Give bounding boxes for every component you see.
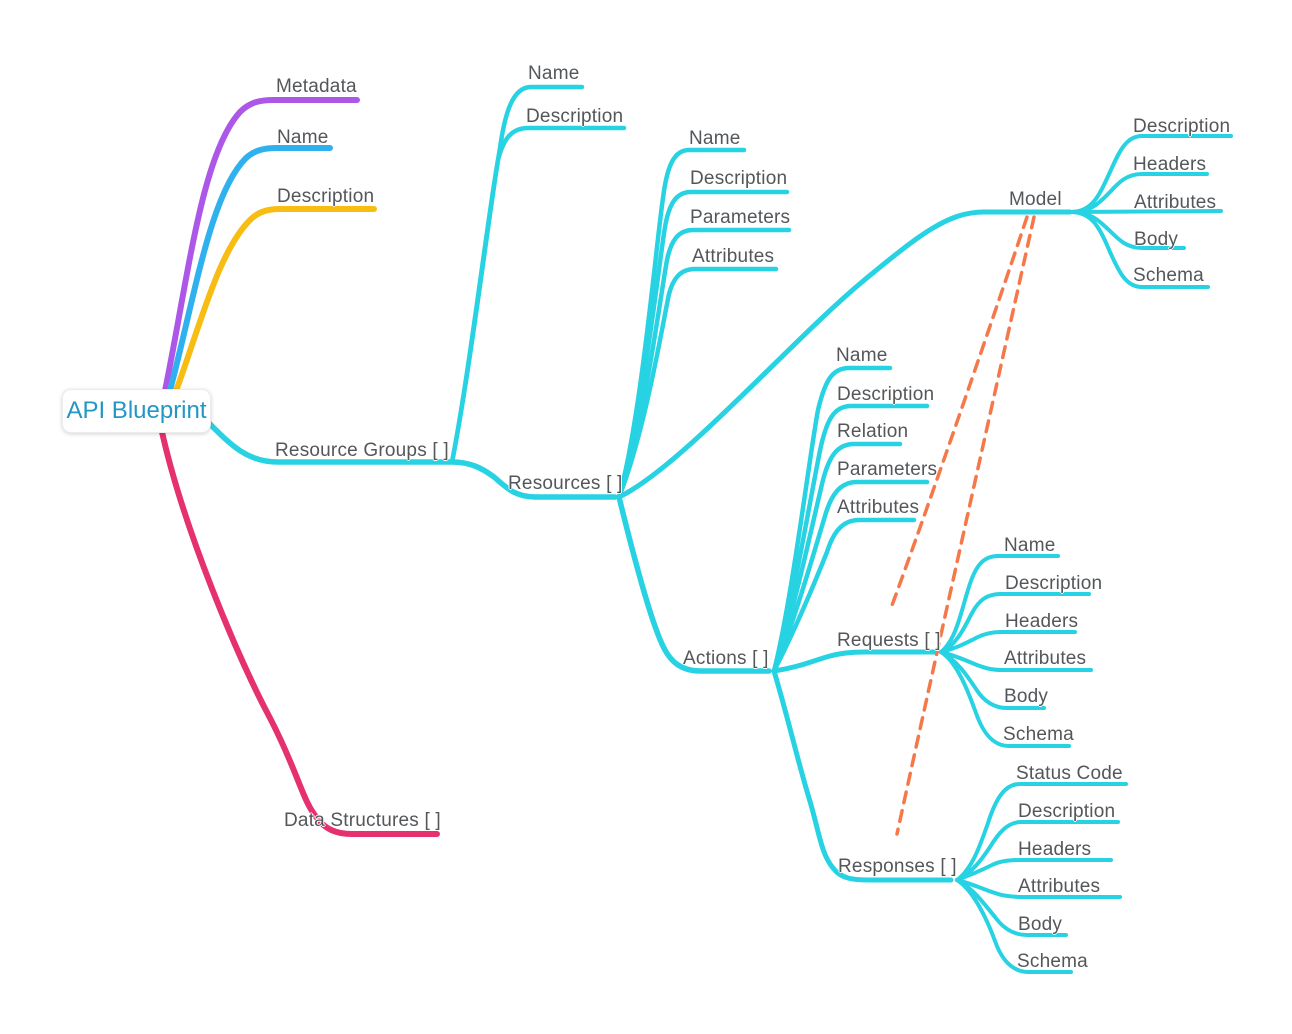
node-resp-headers[interactable]: Headers bbox=[1018, 839, 1092, 860]
node-model-description[interactable]: Description bbox=[1133, 116, 1231, 137]
edge-res-description bbox=[616, 189, 790, 500]
edge-act-responses bbox=[771, 668, 954, 883]
link-model-responses bbox=[895, 215, 1036, 836]
node-model-attributes[interactable]: Attributes bbox=[1134, 192, 1217, 213]
node-requests[interactable]: Requests [ ] bbox=[837, 630, 941, 651]
edge-req-schema bbox=[939, 650, 1071, 748]
edge-req-description bbox=[939, 592, 1091, 654]
node-model-headers[interactable]: Headers bbox=[1133, 154, 1207, 175]
node-resp-schema[interactable]: Schema bbox=[1017, 951, 1088, 972]
node-res-attributes[interactable]: Attributes bbox=[692, 246, 775, 267]
node-res-parameters[interactable]: Parameters bbox=[690, 207, 791, 228]
edge-resp-headers bbox=[955, 858, 1113, 882]
edge-resp-body bbox=[955, 878, 1068, 937]
node-act-relation[interactable]: Relation bbox=[837, 421, 909, 442]
edge-model-schema bbox=[1069, 210, 1210, 289]
edge-root-name bbox=[157, 145, 333, 429]
node-resources[interactable]: Resources [ ] bbox=[508, 473, 623, 494]
edge-root-data-structures bbox=[159, 429, 440, 837]
node-act-parameters[interactable]: Parameters bbox=[837, 459, 938, 480]
edge-model-headers bbox=[1069, 172, 1209, 214]
node-rg-description[interactable]: Description bbox=[526, 106, 624, 127]
node-req-schema[interactable]: Schema bbox=[1003, 724, 1074, 745]
node-model-schema[interactable]: Schema bbox=[1133, 265, 1204, 286]
edge-root-metadata bbox=[155, 97, 360, 427]
edge-req-attributes bbox=[939, 650, 1093, 672]
node-req-body[interactable]: Body bbox=[1004, 686, 1049, 707]
edge-res-attributes bbox=[616, 266, 779, 500]
edge-act-attributes bbox=[771, 517, 917, 674]
edge-req-name bbox=[939, 554, 1060, 654]
node-res-description[interactable]: Description bbox=[690, 168, 788, 189]
edge-resp-attributes bbox=[955, 878, 1122, 899]
node-resp-description[interactable]: Description bbox=[1018, 801, 1116, 822]
node-responses[interactable]: Responses [ ] bbox=[838, 856, 957, 877]
edge-root-description bbox=[159, 206, 377, 431]
root-node[interactable]: API Blueprint bbox=[62, 389, 211, 433]
node-data-structures[interactable]: Data Structures [ ] bbox=[284, 810, 441, 831]
edge-resp-status-code bbox=[955, 782, 1128, 882]
node-actions[interactable]: Actions [ ] bbox=[683, 648, 769, 669]
node-act-description[interactable]: Description bbox=[837, 384, 935, 405]
edge-root-resource-groups bbox=[203, 417, 453, 465]
edge-req-body bbox=[939, 650, 1046, 710]
node-model[interactable]: Model bbox=[1009, 189, 1062, 210]
node-rg-name[interactable]: Name bbox=[528, 63, 580, 84]
edge-act-relation bbox=[771, 441, 903, 674]
edge-rg-name bbox=[449, 84, 585, 465]
link-model-requests bbox=[889, 215, 1029, 610]
edge-resp-description bbox=[955, 820, 1120, 882]
node-name[interactable]: Name bbox=[277, 127, 329, 148]
node-model-body[interactable]: Body bbox=[1134, 229, 1179, 250]
root-node-label: API Blueprint bbox=[66, 397, 207, 424]
node-resource-groups[interactable]: Resource Groups [ ] bbox=[275, 440, 449, 461]
node-description[interactable]: Description bbox=[277, 186, 375, 207]
edge-act-description bbox=[771, 403, 930, 674]
edge-act-requests bbox=[771, 649, 938, 674]
node-resp-attributes[interactable]: Attributes bbox=[1018, 876, 1101, 897]
edge-rg-description bbox=[449, 125, 627, 465]
edge-req-headers bbox=[939, 630, 1077, 654]
node-resp-body[interactable]: Body bbox=[1018, 914, 1063, 935]
edge-res-parameters bbox=[616, 227, 792, 500]
edge-res-model bbox=[616, 209, 1073, 500]
node-metadata[interactable]: Metadata bbox=[276, 76, 357, 97]
edge-rg-resources bbox=[449, 459, 618, 500]
node-req-description[interactable]: Description bbox=[1005, 573, 1103, 594]
node-req-headers[interactable]: Headers bbox=[1005, 611, 1079, 632]
node-act-name[interactable]: Name bbox=[836, 345, 888, 366]
edge-resp-schema bbox=[955, 878, 1073, 974]
edge-res-actions bbox=[616, 494, 772, 674]
node-req-attributes[interactable]: Attributes bbox=[1004, 648, 1087, 669]
node-resp-status-code[interactable]: Status Code bbox=[1016, 763, 1123, 784]
edge-act-parameters bbox=[771, 479, 930, 674]
node-res-name[interactable]: Name bbox=[689, 128, 741, 149]
node-req-name[interactable]: Name bbox=[1004, 535, 1056, 556]
node-act-attributes[interactable]: Attributes bbox=[837, 497, 920, 518]
